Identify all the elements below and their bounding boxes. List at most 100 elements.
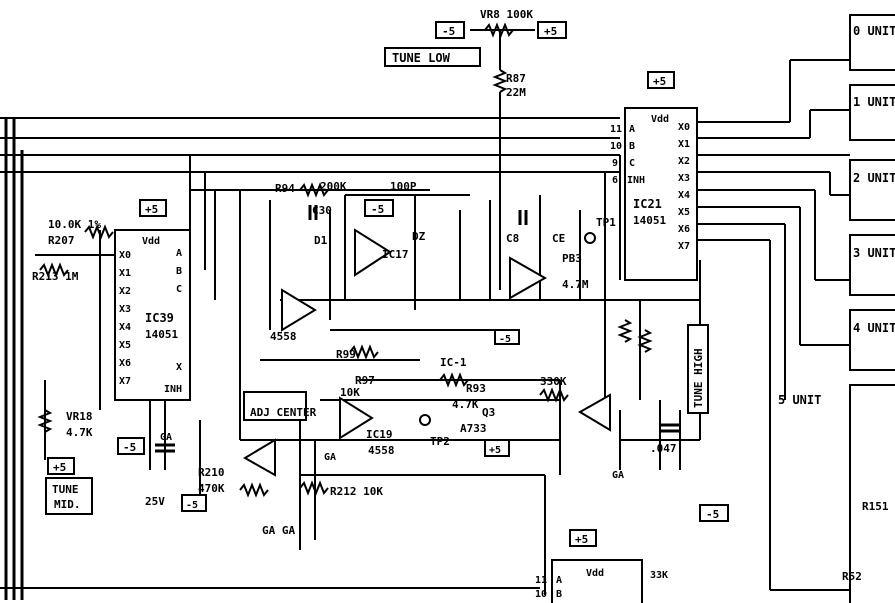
ic21-number: 14051 bbox=[633, 214, 666, 227]
ic39-pin-x4: X4 bbox=[119, 322, 131, 333]
vr8-label: VR8 100K bbox=[480, 8, 533, 21]
power-neg-bottom: -5 bbox=[706, 508, 719, 521]
unit-5-box bbox=[849, 384, 895, 603]
r210-value: 470K bbox=[198, 482, 225, 495]
r330k-label: 330K bbox=[540, 375, 567, 388]
ic21-pin-c: C bbox=[629, 158, 635, 169]
vr18-value: 4.7K bbox=[66, 426, 93, 439]
adj-center-label: ADJ CENTER bbox=[250, 406, 317, 419]
r210-label: R210 bbox=[198, 466, 225, 479]
unit-1-label: 1 UNIT bbox=[853, 95, 895, 109]
ic21-pin-11: 11 bbox=[610, 124, 622, 135]
ga-label-ic39: GA bbox=[160, 432, 172, 443]
ic21-pin-x3: X3 bbox=[678, 173, 690, 184]
ic39: Vdd IC39 14051 X0 X1 X2 X3 X4 X5 X6 X7 A… bbox=[114, 229, 191, 401]
bottom-ic-pin-a: A bbox=[556, 575, 562, 586]
bottom-ic: Vdd 11 10 9 A B C 33K bbox=[535, 559, 668, 603]
ic39-pin-b: B bbox=[176, 266, 182, 277]
ic39-pin-x0: X0 bbox=[119, 250, 131, 261]
tune-boxes: TUNE LOW TUNE MID. TUNE HIGH ADJ CENTER bbox=[45, 47, 709, 515]
test-points: TP1 TP2 bbox=[419, 216, 616, 448]
power-neg-ic39: -5 bbox=[123, 441, 136, 454]
power-neg-tag-top bbox=[435, 21, 465, 39]
power-pos-ic21: +5 bbox=[653, 75, 666, 88]
ic39-pin-x3: X3 bbox=[119, 304, 131, 315]
ic39-pin-x7: X7 bbox=[119, 376, 131, 387]
component-labels: VR8 100K R87 22M R94 200K 100P 10.0K 1% … bbox=[32, 8, 677, 537]
ic21-pin-x2: X2 bbox=[678, 156, 690, 167]
ic39-pin-c: C bbox=[176, 284, 182, 295]
power-neg-top: -5 bbox=[442, 25, 455, 38]
ic39-pin-a: A bbox=[176, 248, 182, 259]
unit-5-label: 5 UNIT bbox=[778, 393, 821, 407]
power-neg-mid: -5 bbox=[371, 203, 384, 216]
ic21: Vdd IC21 14051 11 10 9 6 A B C INH X0 X1… bbox=[610, 107, 698, 281]
unit-2-box bbox=[849, 159, 895, 221]
c8-label: C8 bbox=[506, 232, 519, 245]
ic21-pin-9: 9 bbox=[612, 158, 618, 169]
ic21-pin-x7: X7 bbox=[678, 241, 690, 252]
r97-label: R97 bbox=[355, 374, 375, 387]
unit-3-box bbox=[849, 234, 895, 296]
ic21-pin-6: 6 bbox=[612, 175, 618, 186]
unit-2-label: 2 UNIT bbox=[853, 171, 895, 185]
ic39-pin-x1: X1 bbox=[119, 268, 131, 279]
c30-label: C30 bbox=[312, 204, 332, 217]
ic17-label: IC17 bbox=[382, 248, 409, 261]
unit-1-box bbox=[849, 84, 895, 141]
power-neg-tag-bottom bbox=[699, 504, 729, 522]
q3-label: Q3 bbox=[482, 406, 495, 419]
tune-high-label: TUNE HIGH bbox=[692, 348, 705, 408]
ga-label-ic19: GA bbox=[324, 452, 336, 463]
bottom-ic-pin-10: 10 bbox=[535, 589, 547, 600]
pb3-value: 4.7M bbox=[562, 278, 589, 291]
ic39-pin-x5: X5 bbox=[119, 340, 131, 351]
power-neg-ic23: -5 bbox=[499, 334, 511, 345]
ic21-pin-x6: X6 bbox=[678, 224, 690, 235]
ic21-pin-x5: X5 bbox=[678, 207, 690, 218]
vr18-label: VR18 bbox=[66, 410, 93, 423]
power-pos-bottom: +5 bbox=[575, 533, 588, 546]
tune-high-box bbox=[687, 324, 709, 414]
tp1-label: TP1 bbox=[596, 216, 616, 229]
r93-label: R93 bbox=[466, 382, 486, 395]
tune-mid-label-1: TUNE bbox=[52, 483, 79, 496]
unit-3-label: 3 UNIT bbox=[853, 246, 895, 260]
ic39-pin-x6: X6 bbox=[119, 358, 131, 369]
ic19a-opamp bbox=[281, 288, 317, 332]
ic21-pin-x0: X0 bbox=[678, 122, 690, 133]
ic19-number: 4558 bbox=[368, 444, 395, 457]
ic19b-opamp bbox=[339, 396, 374, 440]
ic39-number: 14051 bbox=[145, 328, 178, 341]
ic23-opamp bbox=[509, 256, 548, 300]
ga-label-right: GA bbox=[612, 470, 624, 481]
r151-label: R151 bbox=[862, 500, 889, 513]
power-pos-tag-bottom bbox=[569, 529, 597, 547]
r93-value: 4.7K bbox=[452, 398, 479, 411]
ce-label: CE bbox=[552, 232, 565, 245]
ic21-pin-a: A bbox=[629, 124, 635, 135]
pb3-label: PB3 bbox=[562, 252, 582, 265]
ga-label-bottom: GA GA bbox=[262, 524, 295, 537]
r97-value: 10K bbox=[340, 386, 360, 399]
ic39-pin-inh: INH bbox=[164, 384, 182, 395]
tp2-marker bbox=[419, 414, 431, 426]
c25v-label: 25V bbox=[145, 495, 165, 508]
ic21-pin-x1: X1 bbox=[678, 139, 690, 150]
vr8-network bbox=[470, 22, 535, 290]
r87-value: 22M bbox=[506, 86, 526, 99]
ic21-label: IC21 bbox=[633, 197, 662, 211]
r94-label: R94 bbox=[275, 182, 295, 195]
ic19-label: IC19 bbox=[366, 428, 393, 441]
ic19a-number: 4558 bbox=[270, 330, 297, 343]
power-pos-tag-left bbox=[47, 457, 75, 475]
unit-output-wires bbox=[697, 59, 895, 591]
r87-label: R87 bbox=[506, 72, 526, 85]
center-wiring bbox=[35, 155, 701, 595]
tune-mid-box bbox=[45, 477, 93, 515]
r207-label: R207 bbox=[48, 234, 75, 247]
bottom-33k-label: 33K bbox=[650, 570, 668, 581]
ic39-pin-x: X bbox=[176, 362, 182, 373]
capacitors bbox=[155, 205, 680, 453]
ic21-vdd-label: Vdd bbox=[651, 114, 669, 125]
